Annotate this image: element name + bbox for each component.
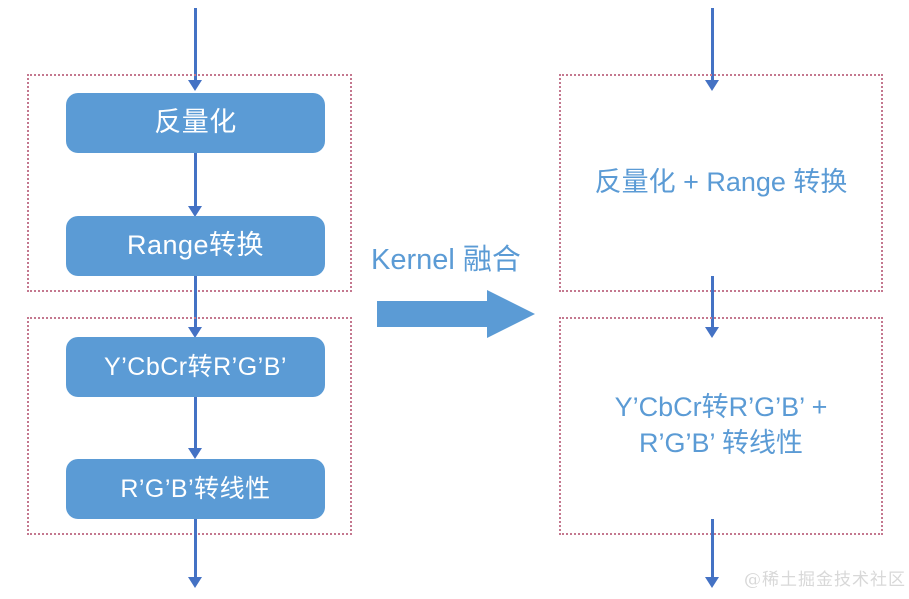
left-step-range[interactable]: Range转换	[66, 216, 325, 276]
right-fused-group-1-label: 反量化 + Range 转换	[594, 167, 848, 198]
right-fused-group-1-label-wrap[interactable]: 反量化 + Range 转换	[559, 74, 883, 292]
right-fused-group-2-boundary	[559, 317, 883, 535]
arrow-head	[188, 577, 202, 588]
arrow-head	[188, 80, 202, 91]
right-fused-group-1-boundary	[559, 74, 883, 292]
left-step-rgb-to-linear[interactable]: R’G’B’转线性	[66, 459, 325, 519]
left-group-1-boundary	[27, 74, 352, 292]
arrow-shaft	[193, 519, 197, 577]
arrow-head	[705, 327, 719, 338]
arrow-shaft	[710, 8, 714, 80]
left-step-range-label: Range转换	[126, 230, 265, 261]
arrow-head	[705, 577, 719, 588]
arrow-shaft	[193, 153, 197, 206]
fusion-arrow-icon	[377, 290, 537, 340]
arrow-shaft	[710, 276, 714, 327]
arrow-shaft	[193, 397, 197, 448]
fusion-label: Kernel 融合	[371, 244, 521, 276]
watermark: @稀土掘金技术社区	[744, 570, 906, 590]
left-step-ycbcr-to-rgb[interactable]: Y’CbCr转R’G’B’	[66, 337, 325, 397]
arrow-head	[188, 206, 202, 217]
arrow-shaft	[710, 519, 714, 577]
arrow-head	[188, 327, 202, 338]
arrow-head	[705, 80, 719, 91]
right-fused-group-2-label-line2: R’G’B’ 转线性	[638, 428, 803, 458]
left-step-dequant-label: 反量化	[154, 107, 237, 138]
left-step-rgb-to-linear-label: R’G’B’转线性	[120, 474, 271, 503]
left-step-ycbcr-to-rgb-label: Y’CbCr转R’G’B’	[104, 352, 287, 381]
arrow-shaft	[193, 276, 197, 327]
arrow-head	[188, 448, 202, 459]
right-fused-group-2-label-line1: Y’CbCr转R’G’B’ +	[614, 392, 828, 423]
left-group-2-boundary	[27, 317, 352, 535]
left-step-dequant[interactable]: 反量化	[66, 93, 325, 153]
right-fused-group-2-label-wrap[interactable]: Y’CbCr转R’G’B’ + R’G’B’ 转线性	[559, 317, 883, 535]
arrow-shaft	[193, 8, 197, 80]
